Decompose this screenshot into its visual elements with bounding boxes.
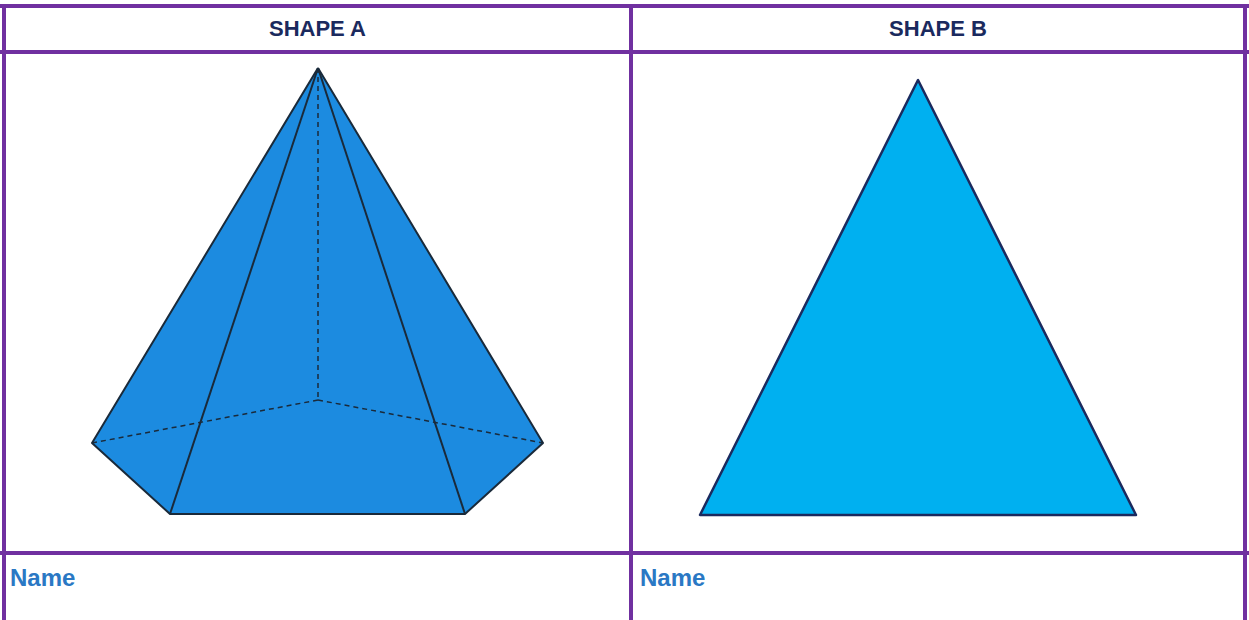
column-header: SHAPE A <box>6 16 629 42</box>
triangle <box>700 80 1136 515</box>
grid-line <box>1243 4 1247 620</box>
outline-edge <box>92 68 543 514</box>
table-cell: Name <box>640 564 705 592</box>
table-cell: Name <box>10 564 75 592</box>
visible-edge <box>318 68 465 514</box>
visible-edge <box>170 68 318 514</box>
grid-line <box>0 551 1249 555</box>
pentagonal-pyramid <box>92 68 543 514</box>
column-header: SHAPE B <box>633 16 1243 42</box>
hidden-edges <box>92 68 543 443</box>
hidden-edge <box>317 68 319 400</box>
visible-edges <box>92 68 543 514</box>
table-grid <box>0 4 1249 620</box>
grid-line <box>0 50 1249 54</box>
grid-line <box>2 4 6 620</box>
grid-line <box>629 4 633 620</box>
pyramid-fill <box>92 68 543 514</box>
grid-line <box>0 4 1249 8</box>
